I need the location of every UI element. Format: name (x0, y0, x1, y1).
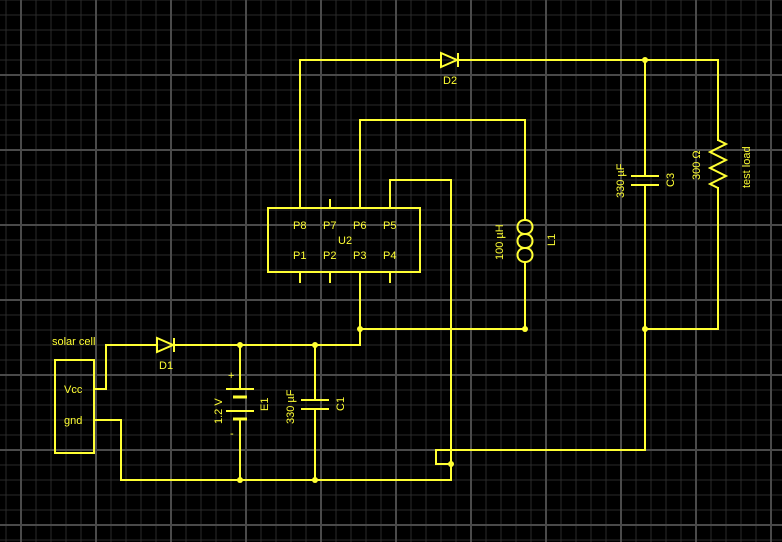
diode-d1-ref: D1 (159, 360, 173, 372)
inductor-coil (516, 219, 534, 264)
ic-u2-ref: U2 (338, 235, 352, 247)
junction-dot (448, 461, 454, 467)
wire-gnd[interactable] (93, 419, 452, 481)
ic-pin-label: P4 (383, 250, 396, 262)
ic-pin-label: P7 (323, 220, 336, 232)
resistor-value: 300 Ω (691, 150, 703, 180)
ic-pin-label: P5 (383, 220, 396, 232)
wire-p5-return[interactable] (389, 179, 646, 465)
solar-cell-title: solar cell (52, 336, 95, 348)
ic-pin-label: P3 (353, 250, 366, 262)
junction-dot (522, 326, 528, 332)
battery-ref: E1 (259, 398, 271, 411)
ic-u2-body (267, 207, 421, 273)
solar-cell-vcc-pin: Vcc (64, 384, 83, 396)
battery-plus: + (228, 370, 234, 382)
wire-vcc[interactable] (93, 344, 158, 390)
wire-p8-d2[interactable] (299, 59, 442, 209)
resistor-zigzag (707, 139, 729, 189)
battery-value: 1.2 V (213, 398, 225, 424)
diode-d2-ref: D2 (443, 75, 457, 87)
junction-dot (237, 477, 243, 483)
junction-dot (357, 326, 363, 332)
capacitor-c1[interactable]: 330 µF C1 (285, 389, 347, 424)
junction-dot (237, 342, 243, 348)
ic-pin-label: P2 (323, 250, 336, 262)
ic-pin-label: P1 (293, 250, 306, 262)
ic-pin-label: P8 (293, 220, 306, 232)
capacitor-c3-ref: C3 (665, 173, 677, 187)
inductor-l1-value: 100 µH (494, 224, 506, 260)
solar-cell-body (54, 359, 95, 454)
diode-d1-triangle (156, 336, 176, 354)
resistor-load[interactable]: 300 Ω test load (691, 139, 753, 189)
battery-e1[interactable]: + - 1.2 V E1 (213, 370, 271, 440)
solar-cell-gnd-pin: gnd (64, 415, 82, 427)
wire-p6-l1[interactable] (359, 119, 526, 221)
inductor-l1-ref: L1 (546, 234, 558, 246)
junction-dot (642, 326, 648, 332)
diode-d2-triangle (440, 51, 460, 69)
battery-minus: - (230, 428, 234, 440)
resistor-label: test load (741, 146, 753, 188)
diode-d2[interactable]: D2 (440, 51, 460, 87)
ic-pin-label: P6 (353, 220, 366, 232)
wires (93, 59, 719, 481)
capacitor-c1-ref: C1 (335, 397, 347, 411)
junction-dot (312, 477, 318, 483)
junctions (237, 57, 648, 483)
capacitor-c3-value: 330 µF (615, 163, 627, 198)
capacitor-c3[interactable]: 330 µF C3 (615, 163, 677, 198)
junction-dot (312, 342, 318, 348)
capacitor-c1-value: 330 µF (285, 389, 297, 424)
ic-u2[interactable]: P8 P7 P6 P5 U2 P1 P2 P3 P4 (267, 207, 421, 273)
solar-cell[interactable]: solar cell Vcc gnd (52, 336, 95, 454)
junction-dot (642, 57, 648, 63)
diode-d1[interactable]: D1 (156, 336, 176, 372)
inductor-l1[interactable]: 100 µH L1 (494, 219, 558, 264)
